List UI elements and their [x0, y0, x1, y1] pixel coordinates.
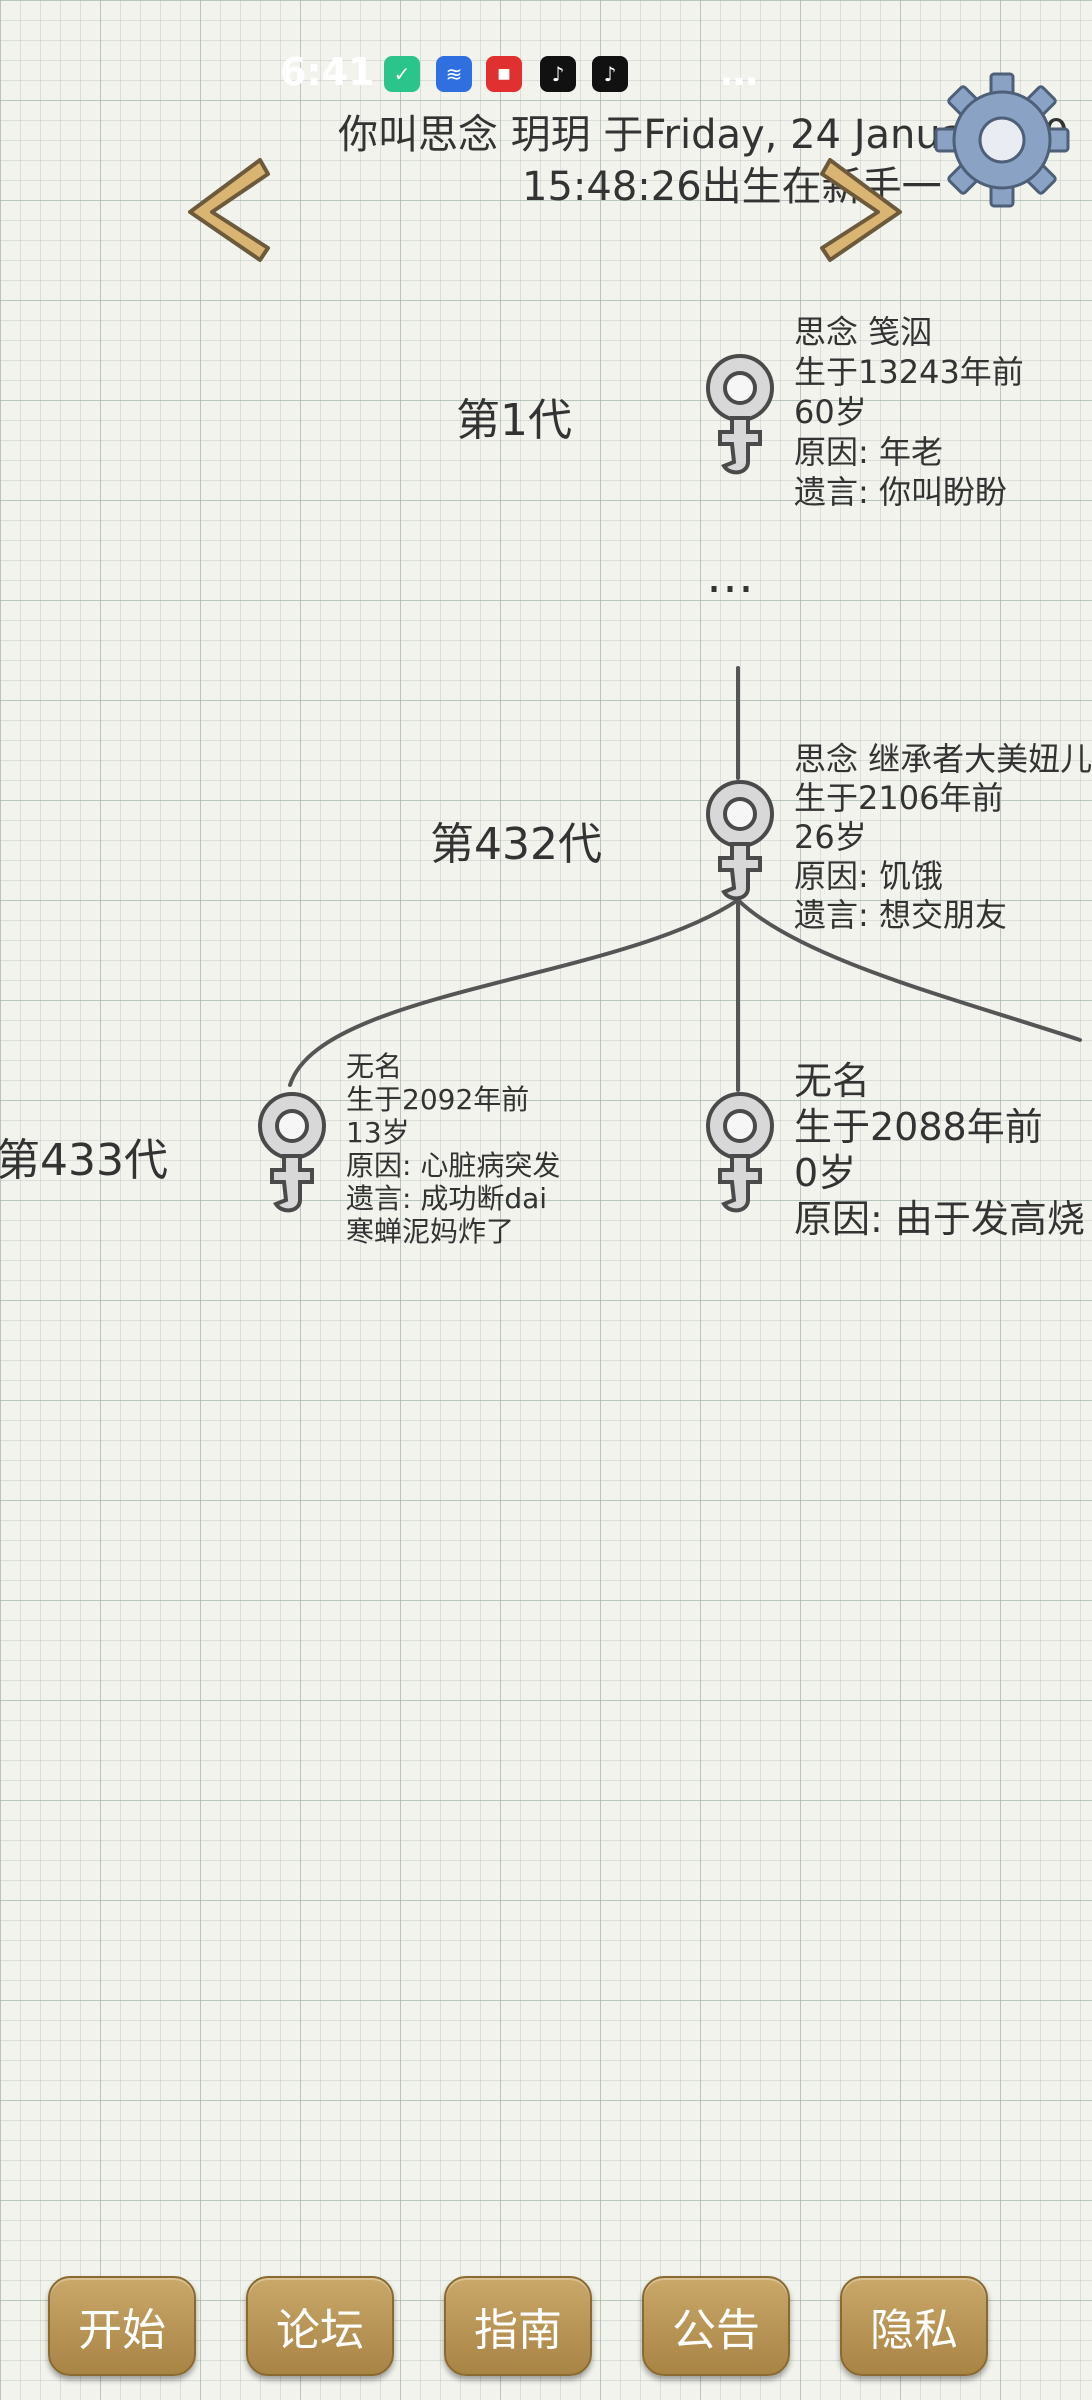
generation-label: 第1代: [456, 395, 572, 446]
female-symbol-icon[interactable]: [700, 1088, 780, 1218]
tiktok-lite-icon: ♪: [592, 56, 628, 92]
chevron-right-icon: [820, 158, 902, 262]
female-symbol-icon[interactable]: [700, 350, 780, 480]
settings-button[interactable]: [932, 70, 1072, 210]
privacy-button[interactable]: 隐私: [840, 2276, 988, 2376]
announcement-button[interactable]: 公告: [642, 2276, 790, 2376]
chevron-left-icon: [188, 158, 270, 262]
female-symbol-icon[interactable]: [700, 776, 780, 906]
voice-app-icon: ≋: [436, 56, 472, 92]
news-app-icon: ■: [486, 56, 522, 92]
generation-label: 第433代: [0, 1135, 168, 1186]
child-info: 无名 生于2092年前 13岁 原因: 心脏病突发 遗言: 成功断dai 寒蝉泥…: [346, 1050, 561, 1248]
ancestor-info: 思念 笺泅 生于13243年前 60岁 原因: 年老 遗言: 你叫盼盼: [794, 313, 1024, 511]
generations-ellipsis: …: [706, 548, 756, 604]
next-arrow-button[interactable]: [808, 150, 918, 270]
prev-arrow-button[interactable]: [172, 150, 282, 270]
status-time: 6:41: [280, 50, 375, 94]
child-info: 无名 生于2088年前 0岁 原因: 由于发高烧: [794, 1059, 1085, 1241]
gear-icon: [934, 72, 1070, 208]
tiktok-icon: ♪: [540, 56, 576, 92]
start-button[interactable]: 开始: [48, 2276, 196, 2376]
security-app-icon: ✓: [384, 56, 420, 92]
guide-button[interactable]: 指南: [444, 2276, 592, 2376]
status-indicators: …: [720, 50, 758, 94]
forum-button[interactable]: 论坛: [246, 2276, 394, 2376]
female-symbol-icon[interactable]: [252, 1088, 332, 1218]
status-bar: 6:41 ✓ ≋ ■ ♪ ♪ …: [0, 40, 1080, 112]
ancestor-info: 思念 继承者大美妞儿 生于2106年前 26岁 原因: 饥饿 遗言: 想交朋友: [794, 740, 1092, 934]
generation-label: 第432代: [430, 819, 602, 870]
